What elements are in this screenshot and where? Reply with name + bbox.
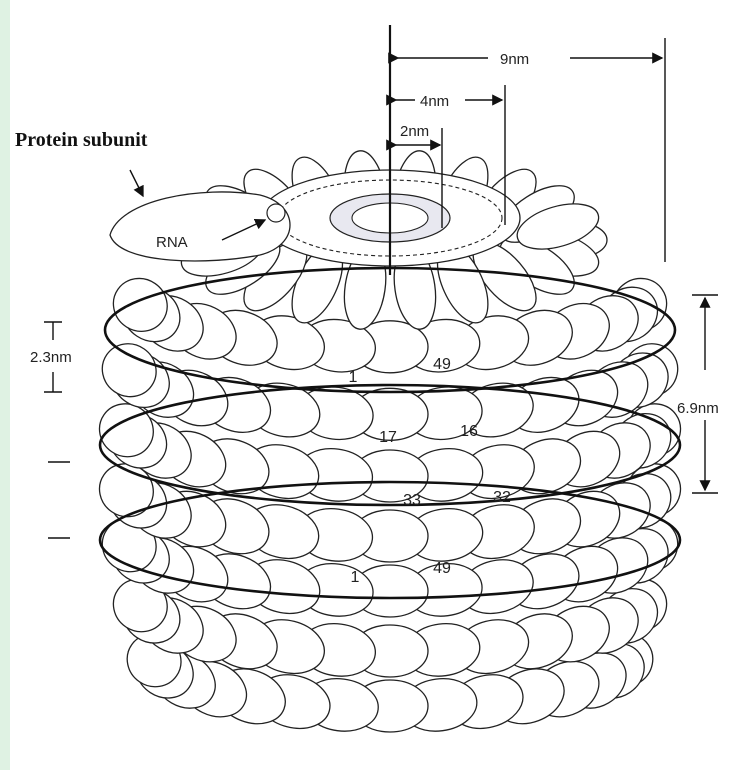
helix-pitch-label: 6.9nm — [677, 400, 719, 417]
inner-radius-label: 4nm — [420, 93, 449, 110]
rna-label: RNA — [156, 234, 188, 251]
subunit-pointer — [130, 170, 143, 196]
subunit-number: 32 — [493, 489, 511, 506]
subunit-number: 49 — [433, 560, 451, 577]
protein-subunit-label: Protein subunit — [15, 129, 148, 151]
diagram-canvas: Protein subunit RNA 9nm 4nm 2nm 2.3nm 6.… — [10, 0, 734, 770]
protein-subunit-shape — [110, 192, 290, 261]
subunit-number: 1 — [351, 569, 360, 586]
subunit-number: 49 — [433, 356, 451, 373]
pitch-dimension — [692, 295, 718, 493]
subunit-number: 33 — [403, 492, 421, 509]
outer-radius-label: 9nm — [500, 51, 529, 68]
subunit-number: 16 — [460, 423, 478, 440]
subunit-number: 1 — [349, 369, 358, 386]
subunit-height-label: 2.3nm — [30, 349, 72, 366]
subunit-number: 17 — [379, 429, 397, 446]
virus-helix-diagram: Protein subunit RNA 9nm 4nm 2nm 2.3nm 6.… — [10, 0, 734, 770]
channel-radius-label: 2nm — [400, 123, 429, 140]
